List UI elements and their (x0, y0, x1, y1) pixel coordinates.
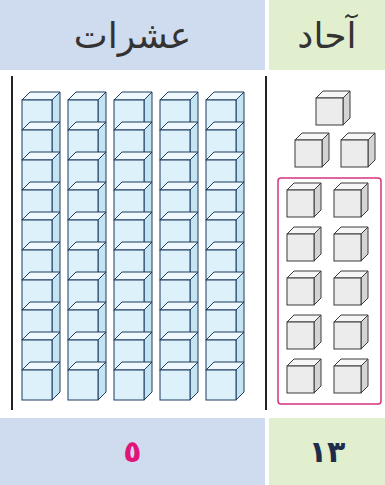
table-cell: عشرات (0, 0, 265, 70)
unit-cube-side (361, 271, 368, 305)
tens-header-band (0, 0, 265, 70)
unit-cube-side (314, 183, 321, 217)
unit-cube-front (334, 234, 361, 261)
ones-footer-band (269, 418, 385, 485)
unit-cube-side (361, 183, 368, 217)
rod-cube-side (52, 362, 60, 400)
unit-cube-side (314, 315, 321, 349)
column-header: عشرات (74, 15, 191, 56)
table-cell: ١٣ (269, 418, 385, 485)
unit-cube-side (361, 359, 368, 393)
unit-cube-side (322, 133, 329, 167)
unit-cube-side (314, 271, 321, 305)
group-of-ten-frame (278, 178, 381, 404)
digit-value: ٥ (123, 434, 141, 469)
tens-footer-band (0, 418, 265, 485)
unit-cube-side (361, 315, 368, 349)
left-rule (11, 76, 13, 410)
rod-cube-front (114, 370, 144, 400)
unit-cube-front (287, 278, 314, 305)
column-header: آحاد (297, 15, 356, 56)
unit-cube-front (295, 140, 322, 167)
column-rule (265, 76, 267, 410)
rod-cube-side (236, 362, 244, 400)
unit-cube-front (334, 366, 361, 393)
unit-cube-front (334, 190, 361, 217)
table-cell: آحاد (269, 0, 385, 70)
unit-cube-front (334, 322, 361, 349)
unit-cube-front (316, 98, 343, 125)
rod-cube-front (22, 370, 52, 400)
unit-cubes (287, 91, 375, 393)
ones-header-band (269, 0, 385, 70)
rod-cube-side (144, 362, 152, 400)
rod-cube-side (98, 362, 106, 400)
unit-cube-front (287, 366, 314, 393)
tens-rods (22, 92, 244, 400)
rod-cube-front (160, 370, 190, 400)
unit-cube-side (361, 227, 368, 261)
digit-value: ١٣ (309, 434, 346, 469)
unit-cube-side (368, 133, 375, 167)
unit-cube-front (287, 234, 314, 261)
rod-cube-front (68, 370, 98, 400)
unit-cube-side (314, 227, 321, 261)
unit-cube-side (343, 91, 350, 125)
rod-cube-side (190, 362, 198, 400)
unit-cube-front (287, 190, 314, 217)
rod-cube-front (206, 370, 236, 400)
unit-cube-side (314, 359, 321, 393)
unit-cube-front (287, 322, 314, 349)
unit-cube-front (341, 140, 368, 167)
unit-cube-front (334, 278, 361, 305)
table-cell: ٥ (0, 418, 265, 485)
